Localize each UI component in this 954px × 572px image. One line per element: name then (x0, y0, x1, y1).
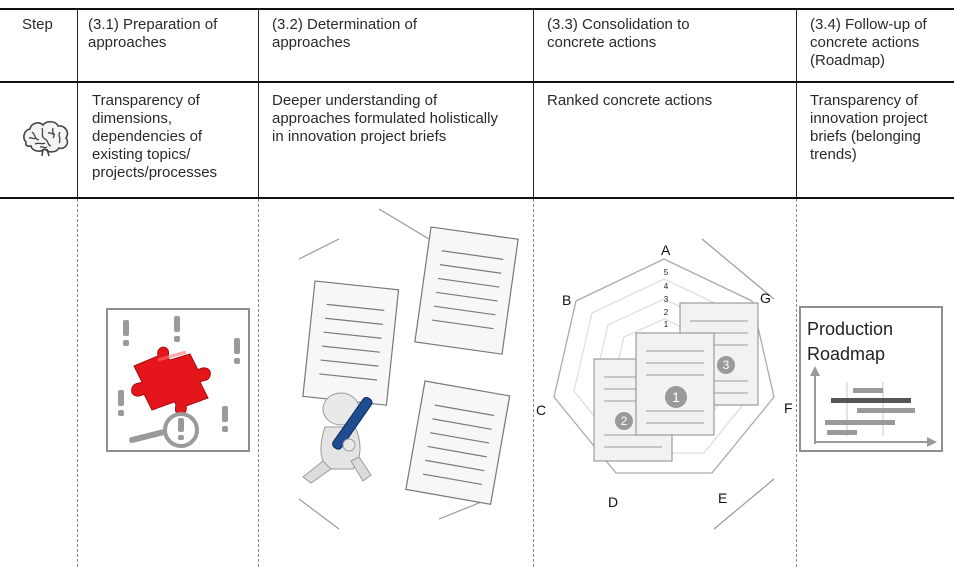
brain-icon (20, 118, 72, 158)
roadmap-title-line1: Production (807, 319, 894, 339)
exclamation-icon (118, 316, 240, 432)
col-divider-4 (796, 9, 797, 197)
scale-4: 4 (664, 282, 669, 291)
figure-writing-icon (302, 392, 373, 484)
result-follow-up: Transparency of innovation project brief… (810, 92, 928, 163)
header-preparation: (3.1) Preparation of approaches (88, 16, 218, 51)
radar-illustration: 1 2 3 5 4 3 2 1 A G F E D C B (534, 199, 796, 567)
rank-2: 2 (621, 414, 628, 428)
scale-2: 2 (664, 308, 669, 317)
document-icon (635, 332, 715, 436)
axis-a: A (661, 242, 671, 258)
dash-divider-2 (258, 199, 259, 567)
header-step: Step (22, 16, 53, 33)
document-icon (414, 226, 519, 355)
roadmap-title-line2: Roadmap (807, 344, 886, 364)
puzzle-piece-icon (131, 346, 211, 416)
roadmap-illustration: Production Roadmap (799, 306, 943, 452)
scale-3: 3 (664, 295, 669, 304)
axis-d: D (608, 494, 618, 510)
document-icon (405, 380, 511, 505)
documents-illustration (259, 199, 533, 567)
header-follow-up: (3.4) Follow-up of concrete actions (Roa… (810, 16, 927, 69)
scale-1: 1 (664, 320, 669, 329)
document-icon (302, 280, 400, 406)
axis-e: E (718, 490, 727, 506)
gantt-chart-icon (810, 366, 937, 447)
axis-g: G (760, 290, 771, 306)
result-consolidation: Ranked concrete actions (547, 92, 713, 109)
header-consolidation: (3.3) Consolidation to concrete actions (547, 16, 690, 51)
table-mid-rule (0, 81, 954, 83)
axis-b: B (562, 292, 571, 308)
puzzle-illustration (106, 308, 250, 452)
table-bottom-rule (0, 197, 954, 199)
result-determination: Deeper understanding of approaches formu… (272, 92, 498, 145)
axis-f: F (784, 400, 793, 416)
col-divider-2 (258, 9, 259, 197)
dash-divider-1 (77, 199, 78, 567)
table-top-rule (0, 8, 954, 10)
dash-divider-3 (533, 199, 534, 567)
axis-c: C (536, 402, 546, 418)
rank-3: 3 (723, 358, 730, 372)
col-divider-3 (533, 9, 534, 197)
magnifier-icon (129, 412, 199, 448)
scale-5: 5 (664, 268, 669, 277)
col-divider-1 (77, 9, 78, 197)
header-determination: (3.2) Determination of approaches (272, 16, 418, 51)
dash-divider-4 (796, 199, 797, 567)
result-preparation: Transparency of dimensions, dependencies… (92, 92, 218, 181)
rank-1: 1 (672, 389, 680, 405)
